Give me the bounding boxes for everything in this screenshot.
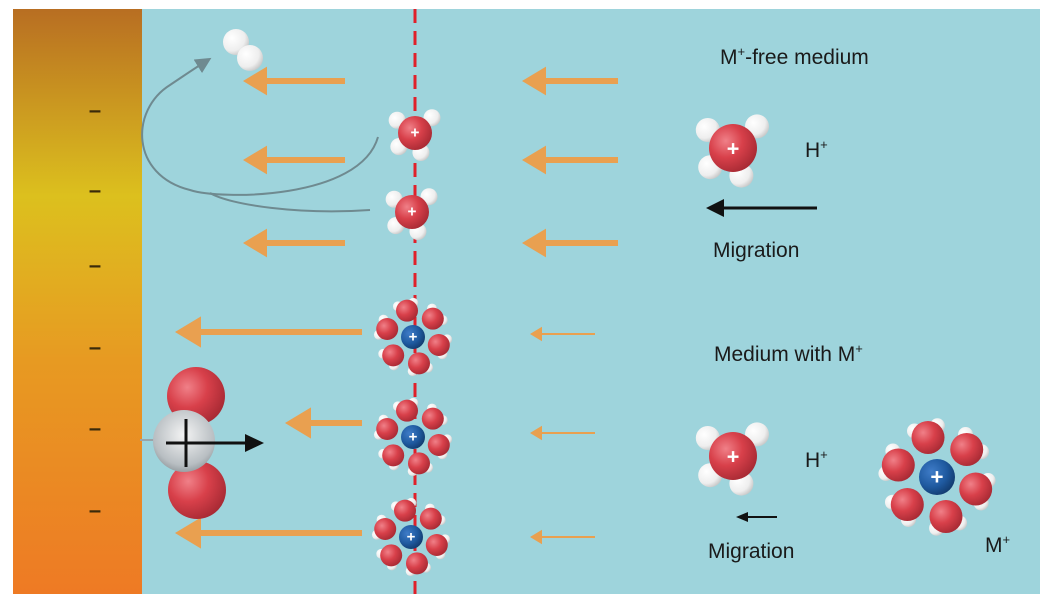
hydronium-ion: + <box>385 188 438 241</box>
label-h-plus-bottom: H+ <box>805 447 828 472</box>
flux-arrow <box>175 316 362 348</box>
electrolyte-medium <box>13 9 1040 594</box>
electrode-charges: – – – – – – <box>89 98 101 523</box>
label-m-plus: M+ <box>985 532 1010 557</box>
water-molecule <box>421 403 448 430</box>
negative-charge: – <box>89 98 101 123</box>
negative-charge: – <box>89 335 101 360</box>
label-with-medium: Medium with M+ <box>714 341 863 366</box>
water-molecule <box>425 533 451 560</box>
electrode <box>13 9 142 594</box>
label-migration-top: Migration <box>713 239 799 262</box>
label-migration-bottom: Migration <box>708 540 794 563</box>
flux-arrows <box>175 66 618 549</box>
water-molecule <box>407 452 434 477</box>
water-molecule <box>407 352 434 377</box>
water-molecule <box>878 443 915 482</box>
metal-cation <box>401 325 425 349</box>
flux-arrow <box>243 145 345 175</box>
svg-text:+: + <box>930 465 943 490</box>
metal-cation <box>399 525 423 549</box>
co2-molecule <box>140 367 226 519</box>
water-molecule <box>376 544 403 571</box>
hydrogen-molecule <box>223 29 263 71</box>
water-molecule <box>419 503 446 530</box>
water-molecule <box>392 297 419 322</box>
water-molecule <box>405 552 432 577</box>
svg-text:+: + <box>409 429 418 446</box>
reaction-path-arrow <box>141 57 379 196</box>
flux-arrow <box>530 326 595 342</box>
hydrated-cation-legend: + <box>878 418 996 536</box>
dipole-arrow <box>166 419 264 467</box>
hydrated-cation: + <box>371 497 451 577</box>
hydrated-cation: + <box>373 397 453 477</box>
reaction-path-arrow-2 <box>209 192 371 213</box>
svg-text:+: + <box>727 444 740 469</box>
flux-arrow <box>522 228 618 258</box>
water-molecule <box>929 499 968 536</box>
flux-arrow <box>522 145 618 175</box>
flux-arrow <box>285 407 362 439</box>
molecules: + + + + + + + + <box>371 109 996 577</box>
metal-cation <box>919 459 955 495</box>
negative-charge: – <box>89 416 101 441</box>
flux-arrow <box>530 425 595 441</box>
svg-text:+: + <box>411 125 420 142</box>
metal-cation <box>401 425 425 449</box>
water-molecule <box>378 344 405 371</box>
flux-arrow <box>175 517 362 549</box>
water-molecule <box>884 488 924 527</box>
water-molecule <box>950 427 990 466</box>
water-molecule <box>906 418 945 455</box>
hydronium-legend-bottom: + <box>695 422 769 496</box>
hydronium-ion: + <box>388 109 441 162</box>
svg-text:+: + <box>408 204 417 221</box>
water-molecule <box>373 314 399 341</box>
water-molecule <box>392 397 419 422</box>
svg-text:+: + <box>409 329 418 346</box>
hydronium-legend-top: + <box>695 114 769 188</box>
flux-arrow <box>243 66 345 96</box>
water-molecule <box>421 303 448 330</box>
water-molecule <box>373 414 399 441</box>
water-molecule <box>371 514 397 541</box>
migration-arrow-bottom <box>736 512 777 522</box>
water-molecule <box>427 333 453 360</box>
water-molecule <box>378 444 405 471</box>
flux-arrow <box>522 66 618 96</box>
label-h-plus-top: H+ <box>805 137 828 162</box>
negative-charge: – <box>89 253 101 278</box>
water-molecule <box>390 497 417 522</box>
flux-arrow <box>243 228 345 258</box>
negative-charge: – <box>89 178 101 203</box>
flux-arrow <box>530 529 595 545</box>
water-molecule <box>959 472 996 511</box>
negative-charge: – <box>89 498 101 523</box>
svg-text:+: + <box>727 136 740 161</box>
label-free-medium: M+-free medium <box>720 44 869 69</box>
water-molecule <box>427 433 453 460</box>
migration-arrow-top <box>706 199 817 217</box>
svg-text:+: + <box>407 529 416 546</box>
hydrated-cation: + <box>373 297 453 377</box>
